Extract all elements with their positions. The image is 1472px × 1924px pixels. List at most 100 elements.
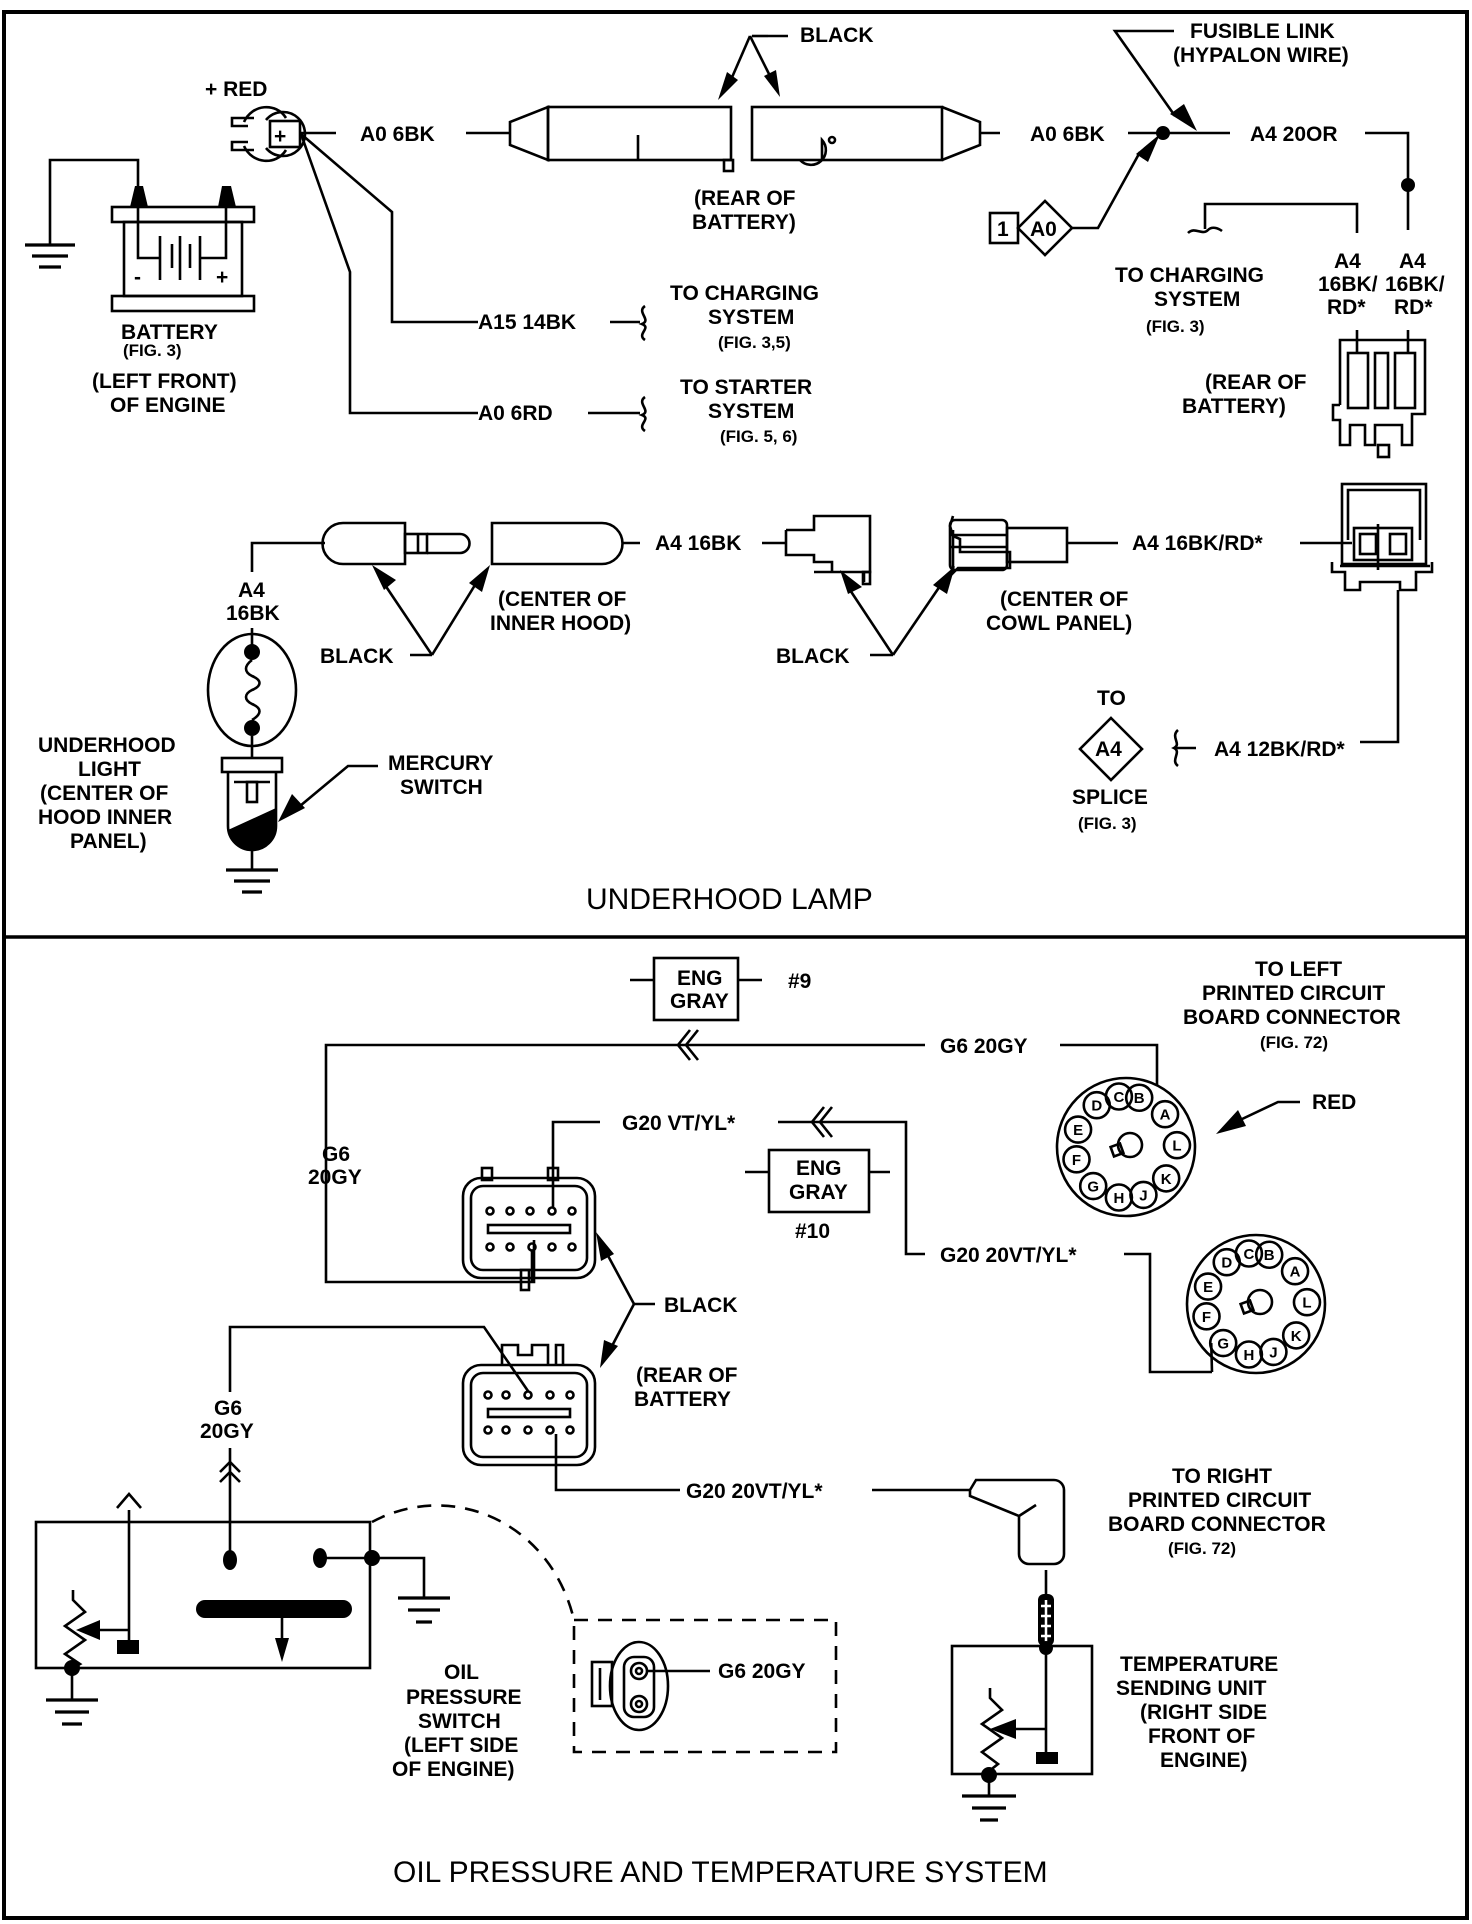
lamp-wire-1: A4 [238,579,265,602]
section-title-underhood-lamp: UNDERHOOD LAMP [586,883,873,916]
fusible-link-label-2: (HYPALON WIRE) [1173,44,1349,67]
red-callout [1216,1100,1300,1134]
pcb-pin-label: C [1243,1246,1254,1263]
connector-cowl-panel [784,514,1118,586]
pcb-pin-l: L [1292,1287,1322,1317]
black-hood-callout [372,565,490,657]
pcb-pin-label: J [1269,1344,1277,1361]
splice-a4-label: A4 [1095,738,1122,761]
mercury-switch-icon [220,756,284,894]
connector-rear-battery-right [1331,330,1427,459]
splice-number: 1 [997,218,1009,241]
black-label-bottom: BLACK [664,1294,738,1317]
to-starter-fig: (FIG. 5, 6) [720,427,797,446]
pcb-pin-label: K [1291,1328,1302,1345]
underhood-light-4: HOOD INNER [38,806,172,829]
to-charging-fig: (FIG. 3,5) [718,333,791,352]
wire-a0-6bk-left: A0 6BK [360,123,435,146]
to-charging-right-2: SYSTEM [1154,288,1240,311]
pcb-pin-label: B [1264,1247,1275,1264]
right-pcb-connector-icon [968,1478,1066,1566]
section-underhood-lamp: - + BATTERY (FIG. 3) (LEFT FRONT) OF ENG… [25,20,1445,916]
wire-g20-20vtyl-bottom: G20 20VT/YL* [686,1480,823,1503]
pcb-pin-label: J [1139,1187,1147,1204]
g6-left-2: 20GY [308,1166,362,1189]
section-oil-temp: ENG GRAY #9 G6 20GY G6 20GY G20 VT/YL* E… [34,956,1401,1889]
pcb-pin-label: F [1202,1309,1211,1326]
to-left-pcb-fig: (FIG. 72) [1260,1033,1328,1052]
rear-of-battery-top-1: (REAR OF [694,187,796,210]
pcb-pin-label: C [1113,1089,1124,1106]
ground-icon [25,158,140,269]
pcb-pin-label: G [1087,1179,1099,1196]
pcb-pin-g: G [1208,1328,1238,1358]
diagram-frame [2,10,1469,1920]
mercury-label-1: MERCURY [388,752,493,775]
pcb-pin-a: A [1150,1099,1180,1129]
to-charging-1: TO CHARGING [670,282,819,305]
a4-right-2: 16BK/ [1385,273,1445,296]
oil-switch-5: OF ENGINE) [392,1758,515,1781]
rear-of-battery-right-2: BATTERY) [1182,395,1286,418]
a4-left-2: 16BK/ [1318,273,1378,296]
splice-a4-marker: A4 [1078,716,1144,782]
underhood-light-1: UNDERHOOD [38,734,176,757]
g6-lower-1: G6 [214,1397,242,1420]
pcb-pin-label: D [1091,1098,1102,1115]
center-hood-2: INNER HOOD) [490,612,631,635]
center-hood-1: (CENTER OF [498,588,627,611]
black-callout-bottom [596,1232,655,1368]
pcb-pin-label: L [1172,1138,1181,1155]
a4-right-3: RD* [1394,296,1433,319]
temp-sender-1: TEMPERATURE [1120,1653,1278,1676]
connector-splice-housing [1330,482,1434,592]
pcb-pin-h: H [1234,1340,1264,1369]
pcb-pin-g: G [1078,1171,1108,1201]
pcb-pin-a: A [1280,1256,1310,1286]
connector-10pin-upper [461,1166,597,1292]
underhood-light-5: PANEL) [70,830,147,853]
a4-right-1: A4 [1399,250,1426,273]
battery-clamp-icon: + [230,105,307,163]
mercury-label-2: SWITCH [400,776,483,799]
battery-plus-label: + [216,266,228,289]
pcb-pin-label: F [1072,1152,1081,1169]
to-splice-label: TO [1097,687,1126,710]
pcb-connector-body [1055,1076,1197,1218]
splice-fig: (FIG. 3) [1078,814,1137,833]
pcb-pin-label: A [1160,1107,1171,1124]
pcb-pin-j: J [1129,1180,1158,1210]
oil-switch-3: SWITCH [418,1710,501,1733]
pcb-pin-label: E [1073,1122,1083,1139]
pcb-pin-j: J [1259,1337,1288,1367]
pcb-pin-k: K [1151,1164,1181,1193]
oil-pressure-switch-icon [34,1492,450,1726]
pcb-pin-label: H [1113,1190,1124,1207]
eng-gray-10-line2: GRAY [789,1181,848,1204]
eng-gray-9-line2: GRAY [670,990,729,1013]
to-charging-right-1: TO CHARGING [1115,264,1264,287]
wire-a4-16bkrd: A4 16BK/RD* [1132,532,1264,555]
temp-sender-3: (RIGHT SIDE [1140,1701,1267,1724]
rear-battery-bottom-2: BATTERY [634,1388,731,1411]
to-right-pcb-2: PRINTED CIRCUIT [1128,1489,1311,1512]
eng-gray-9-box: ENG GRAY [630,956,762,1022]
wire-g20-vtyl: G20 VT/YL* [622,1112,736,1135]
center-cowl-1: (CENTER OF [1000,588,1129,611]
pcb-pin-e: E [1193,1272,1223,1301]
temp-sender-4: FRONT OF [1148,1725,1255,1748]
splice-word: SPLICE [1072,786,1148,809]
pcb-key-tab [1108,1141,1126,1159]
pcb-pin-k: K [1281,1321,1311,1350]
to-left-pcb-3: BOARD CONNECTOR [1183,1006,1401,1029]
center-cowl-2: COWL PANEL) [986,612,1132,635]
g6-left-1: G6 [322,1143,350,1166]
battery-fig: (FIG. 3) [123,341,182,360]
pcb-pin-label: E [1203,1279,1213,1296]
to-left-pcb-2: PRINTED CIRCUIT [1202,982,1385,1005]
battery-location-2: OF ENGINE [110,394,226,417]
to-charging-right-fig: (FIG. 3) [1146,317,1205,336]
